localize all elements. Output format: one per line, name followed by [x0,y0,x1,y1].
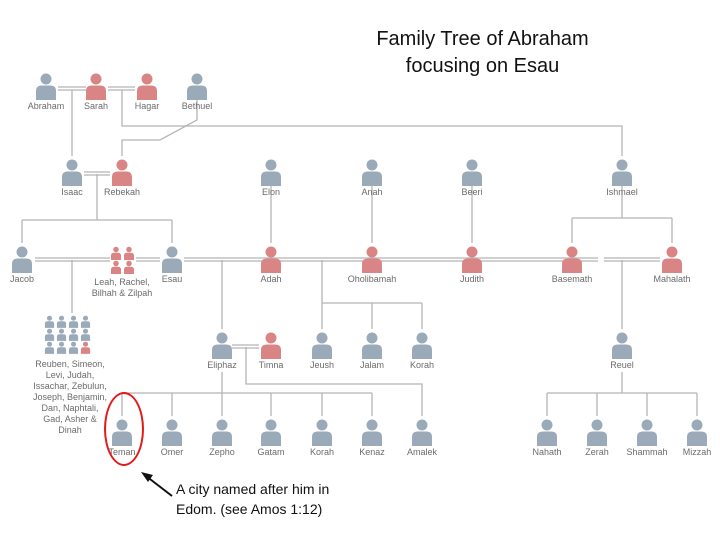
person-label-kenaz: Kenaz [359,447,385,457]
annotation-arrow [145,475,173,497]
person-icon-korah [404,331,440,361]
person-label-amalek: Amalek [406,447,437,457]
person-icon-judith [454,245,490,275]
diagram-title: Family Tree of Abraham focusing on Esau [330,26,635,80]
person-label-isaac: Isaac [61,187,83,197]
person-label-basemath: Basemath [551,274,593,284]
person-icon-adah [253,245,289,275]
person-icon-shammah [629,418,665,448]
person-icon-anah [354,158,390,188]
person-icon-oholibamah [354,245,390,275]
person-icon-jacob [4,245,40,275]
person-label-elon: Elon [261,187,280,197]
wives-group-label: Leah, Rachel, Bilhah & Zilpah [91,277,153,298]
person-icon-amalek [404,418,440,448]
annotation-arrowhead [141,472,153,482]
person-label-bethuel: Bethuel [181,101,213,111]
person-icon-isaac [54,158,90,188]
annotation-note: A city named after him in Edom. (see Amo… [176,479,329,519]
connector-line-30 [546,372,698,416]
person-label-zerah: Zerah [585,447,609,457]
person-icon-omer [154,418,190,448]
connector-line-18 [121,90,623,156]
person-label-korah: Korah [409,360,435,370]
annotation-line-2: Edom. (see Amos 1:12) [176,501,323,517]
person-label-rebekah: Rebekah [103,187,141,197]
person-label-jeush: Jeush [309,360,335,370]
person-label-jacob: Jacob [9,274,35,284]
person-icon-zerah [579,418,615,448]
title-line-2: focusing on Esau [405,55,560,77]
person-label-sarah: Sarah [83,101,109,111]
person-label-oholibamah: Oholibamah [347,274,397,284]
highlight-circle [104,392,144,466]
person-label-eliphaz: Eliphaz [207,360,237,370]
person-icon-basemath [554,245,590,275]
person-icon-elon [253,158,289,188]
person-label-adah: Adah [260,274,282,284]
person-label-judith: Judith [459,274,485,284]
person-icon-abraham [28,72,64,102]
person-icon-beeri [454,158,490,188]
connector-line-28 [121,372,373,416]
person-label-zepho: Zepho [209,447,235,457]
person-label-nahath: Nahath [532,447,562,457]
person-label-omer: Omer [160,447,184,457]
person-icon-sarah [78,72,114,102]
person-label-reuel: Reuel [610,360,634,370]
person-icon-reuel [604,331,640,361]
person-icon-jalam [354,331,390,361]
person-label-korah2: Korah [309,447,335,457]
person-label-mizzah: Mizzah [682,447,712,457]
person-icon-eliphaz [204,331,240,361]
person-icon-esau [154,245,190,275]
person-icon-gatam [253,418,289,448]
person-label-jalam: Jalam [359,360,384,370]
connector-line-19 [21,174,173,243]
sons-of-jacob-label: Reuben, Simeon, Levi, Judah, Issachar, Z… [32,359,108,435]
person-label-gatam: Gatam [257,447,285,457]
person-label-mahalath: Mahalath [653,274,691,284]
person-icon-hagar [129,72,165,102]
person-icon-rebekah [104,158,140,188]
person-icon-zepho [204,418,240,448]
person-icon-jeush [304,331,340,361]
annotation-line-1: A city named after him in [176,481,330,497]
person-label-beeri: Beeri [461,187,483,197]
connector-line-29 [245,347,423,416]
person-icon-ishmael [604,158,640,188]
person-icon-mahalath [654,245,690,275]
person-icon-timna [253,331,289,361]
connector-line-23 [571,184,673,243]
person-icon-mizzah [679,418,715,448]
person-label-esau: Esau [161,274,183,284]
title-line-1: Family Tree of Abraham [376,28,589,50]
person-icon-bethuel [179,72,215,102]
person-icon-nahath [529,418,565,448]
connector-line-17 [121,98,198,156]
person-label-timna: Timna [258,360,284,370]
person-label-shammah: Shammah [626,447,668,457]
person-label-anah: Anah [361,187,383,197]
person-icon-korah2 [304,418,340,448]
person-label-abraham: Abraham [27,101,65,111]
person-label-hagar: Hagar [134,101,160,111]
person-icon-kenaz [354,418,390,448]
connector-line-26 [321,260,423,329]
person-label-ishmael: Ishmael [606,187,638,197]
